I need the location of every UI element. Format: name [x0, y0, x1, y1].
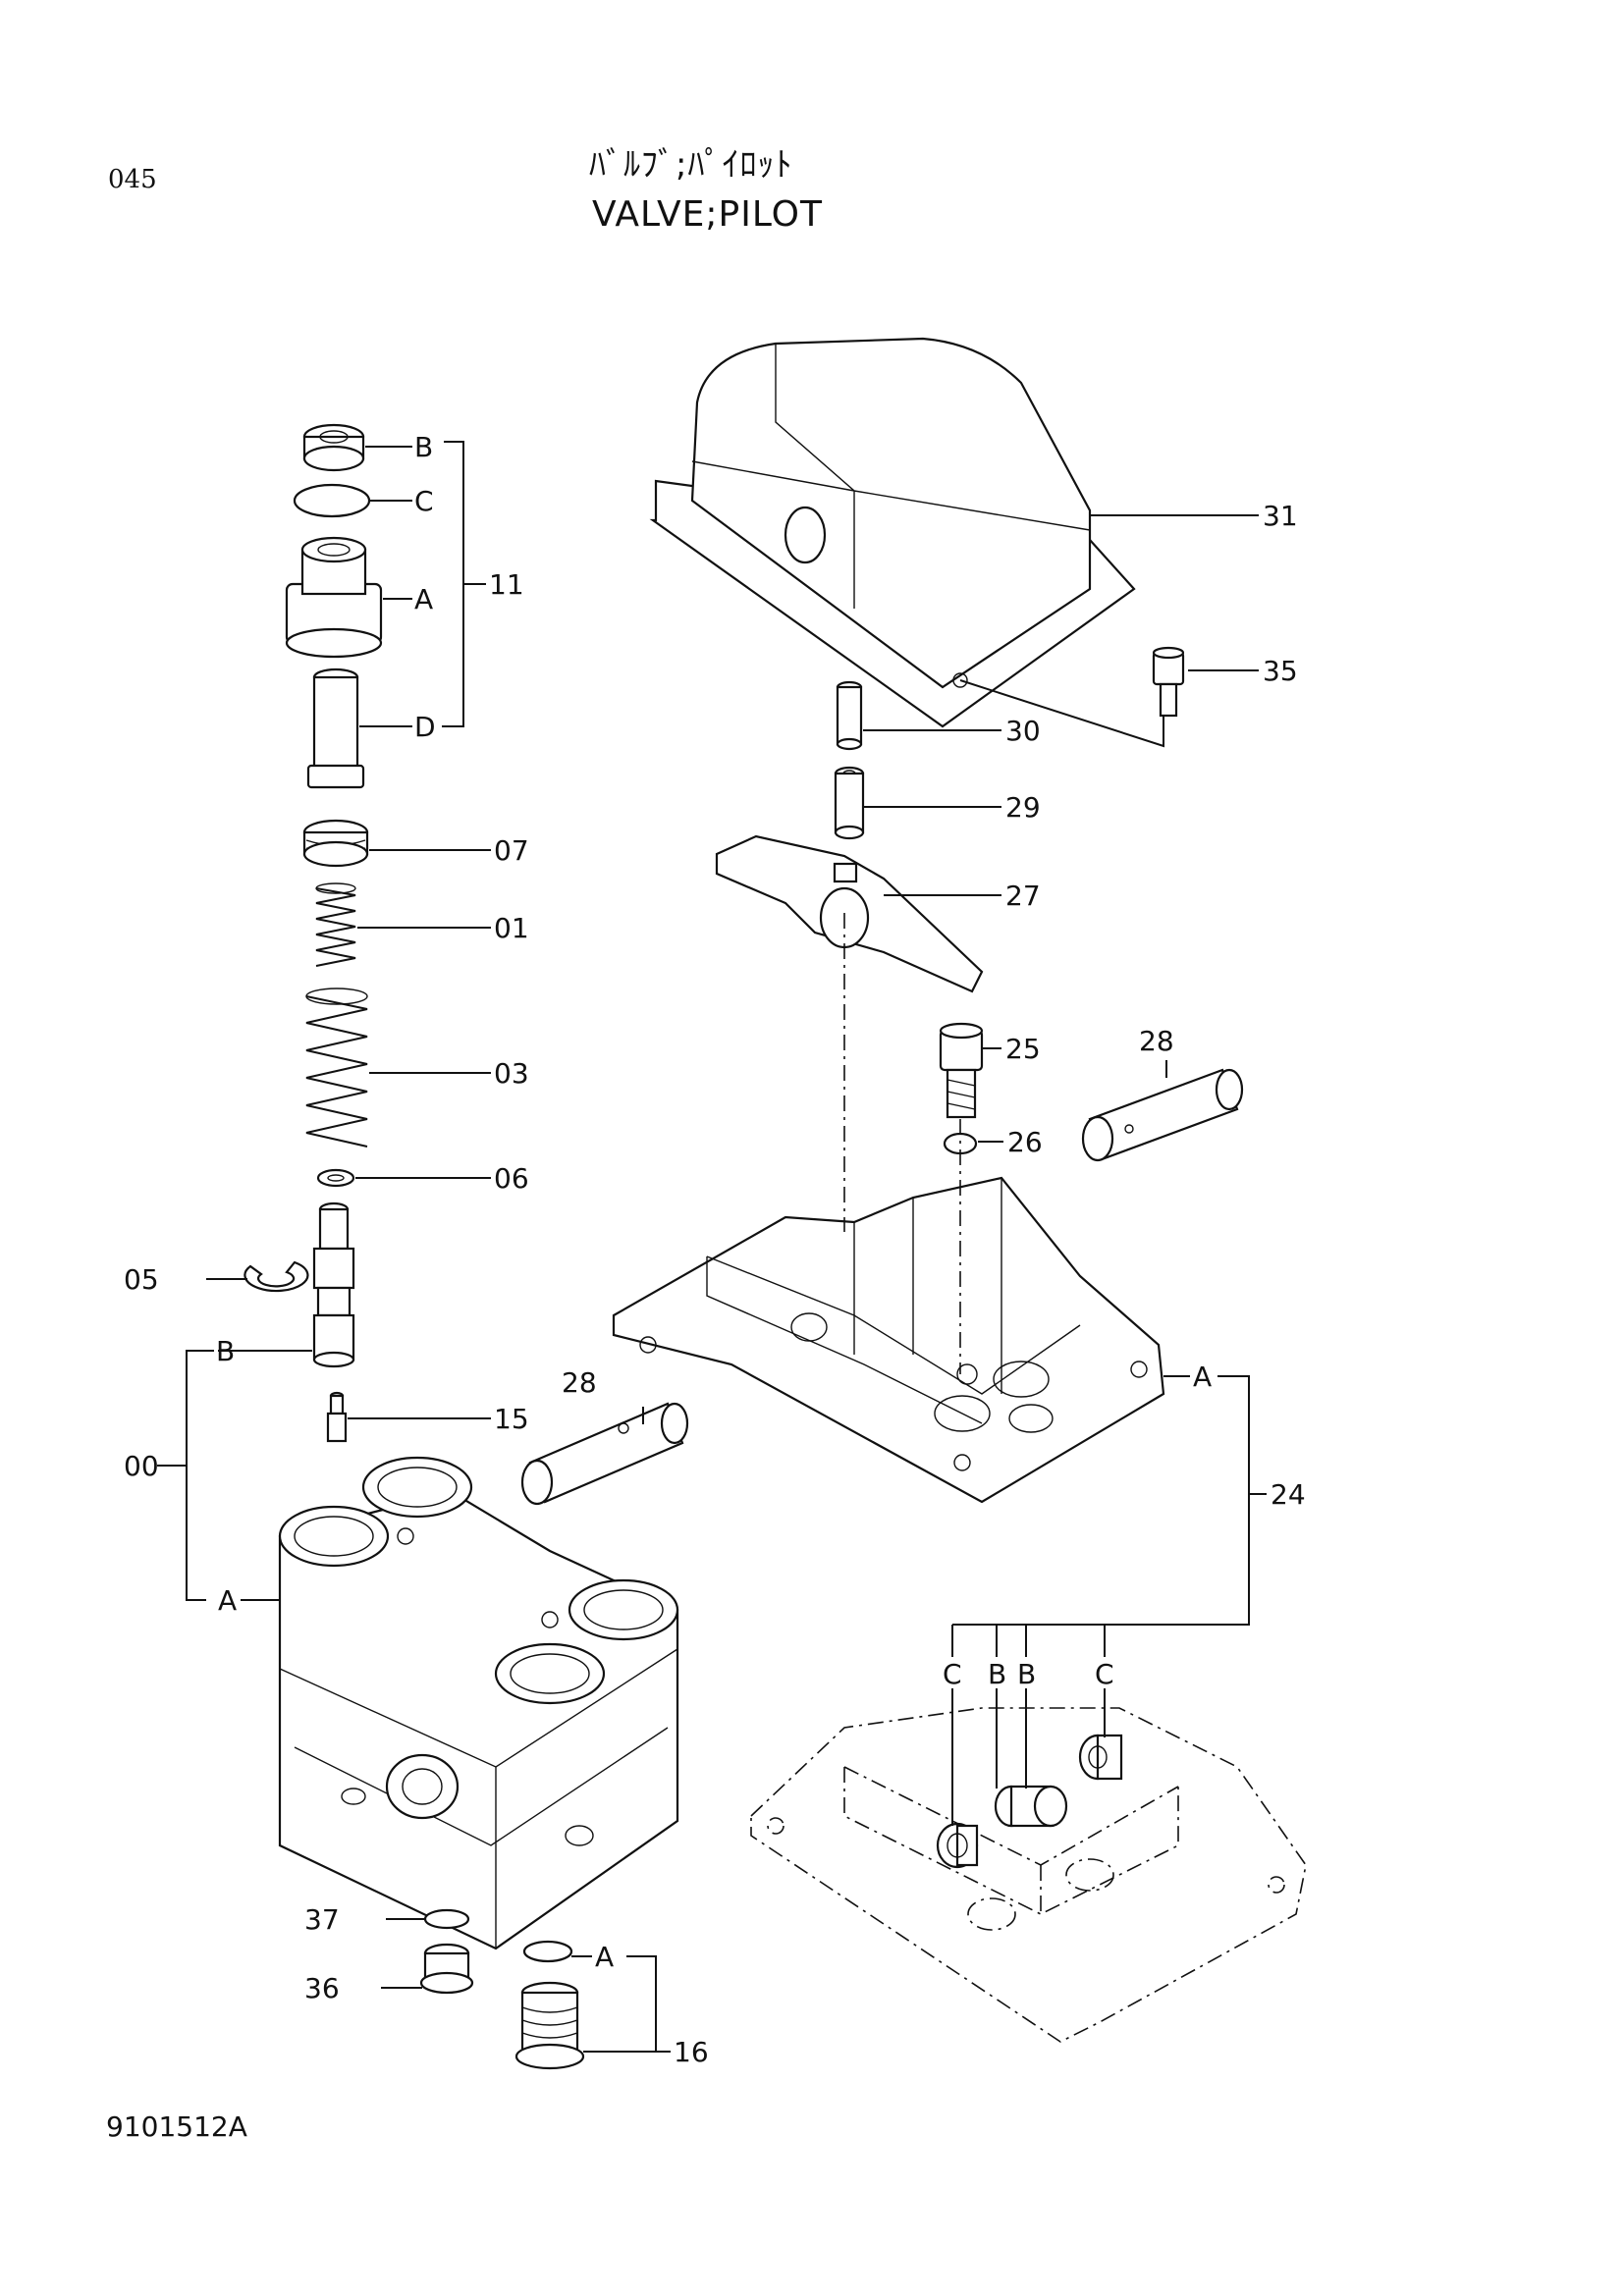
callout-24-c-left: C	[943, 1658, 962, 1690]
title-english: VALVE;PILOT	[592, 194, 823, 235]
part-16-oring	[522, 1940, 573, 1963]
part-25-screw	[939, 1022, 984, 1119]
part-plug-a	[285, 536, 383, 659]
callout-00: 00	[124, 1450, 159, 1482]
callout-24-c-right: C	[1095, 1658, 1114, 1690]
part-28-pin-upper	[1081, 1068, 1244, 1162]
callout-06: 06	[494, 1162, 529, 1195]
callout-24-b-left: B	[988, 1658, 1006, 1690]
callout-11-b: B	[414, 431, 433, 463]
part-oring-c	[293, 483, 371, 518]
part-24-base-phantom	[750, 1707, 1307, 2043]
part-spool-b	[312, 1201, 355, 1368]
callout-28-lower: 28	[562, 1366, 597, 1399]
callout-27: 27	[1005, 880, 1041, 912]
callout-11: 11	[489, 568, 524, 601]
part-35-bolt	[1152, 646, 1185, 718]
part-07-seat	[302, 819, 369, 868]
callout-16-a: A	[595, 1941, 614, 1973]
part-pusher-d	[306, 667, 365, 789]
part-06-washer	[316, 1168, 355, 1188]
callout-24-b-right: B	[1017, 1658, 1036, 1690]
callout-16: 16	[674, 2036, 709, 2068]
part-03-spring	[305, 988, 368, 1148]
part-28-pin-lower	[520, 1402, 689, 1506]
callout-30: 30	[1005, 715, 1041, 747]
callout-15: 15	[494, 1403, 529, 1435]
callout-26: 26	[1007, 1126, 1043, 1158]
part-seal-b	[302, 423, 365, 472]
callout-11-c: C	[414, 485, 434, 517]
callout-05: 05	[124, 1263, 159, 1296]
callout-00-b: B	[216, 1335, 235, 1367]
callout-35: 35	[1263, 655, 1298, 687]
callout-03: 03	[494, 1057, 529, 1090]
callout-01: 01	[494, 912, 529, 944]
part-05-clip	[243, 1260, 309, 1293]
callout-24: 24	[1271, 1478, 1306, 1511]
callout-11-a: A	[414, 583, 433, 615]
part-24-plate-a	[612, 1176, 1165, 1504]
part-01-spring	[315, 882, 356, 967]
part-24-seal-c-right	[1078, 1734, 1123, 1781]
callout-37: 37	[304, 1903, 340, 1936]
document-code: 9101512A	[106, 2110, 247, 2143]
callout-00-a: A	[218, 1584, 237, 1617]
callout-07: 07	[494, 834, 529, 867]
callout-25: 25	[1005, 1033, 1041, 1065]
callout-24-a: A	[1193, 1361, 1212, 1393]
callout-31: 31	[1263, 500, 1298, 532]
part-30-pin	[836, 680, 863, 751]
part-27-lever	[715, 834, 984, 993]
callout-28-upper: 28	[1139, 1025, 1174, 1057]
part-36-plug	[419, 1943, 474, 1995]
page-number: 045	[108, 165, 157, 194]
part-24-seal-b-pair	[994, 1785, 1068, 1828]
part-16-plug	[514, 1981, 585, 2070]
part-31-cover	[649, 337, 1136, 728]
callout-29: 29	[1005, 791, 1041, 824]
part-24-seal-c-left	[936, 1822, 979, 1869]
part-casing-a	[278, 1456, 679, 1950]
leader-lines	[157, 441, 1267, 2053]
callout-11-d: D	[414, 711, 436, 743]
title-japanese: ﾊﾞﾙﾌﾞ;ﾊﾟｲﾛｯﾄ	[589, 145, 793, 185]
part-37-oring	[423, 1908, 470, 1930]
part-15-pin	[326, 1391, 348, 1443]
part-29-pin	[834, 766, 865, 840]
callout-36: 36	[304, 1972, 340, 2004]
